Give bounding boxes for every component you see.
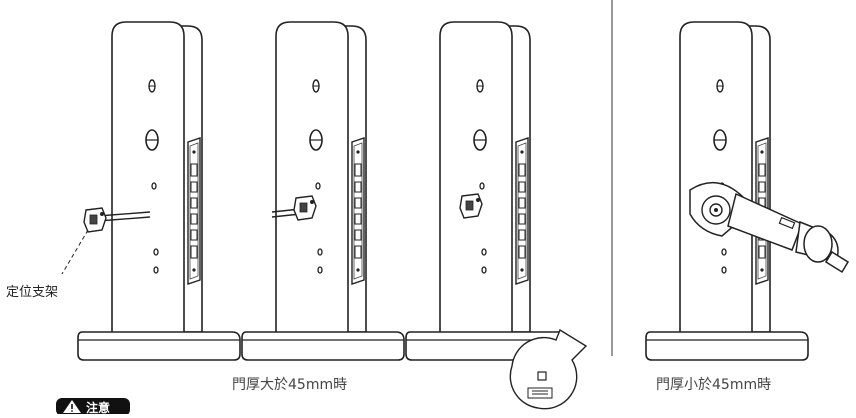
door-panel-3	[405, 21, 569, 361]
door-panel-2	[241, 21, 405, 361]
warning-icon	[63, 400, 81, 413]
caution-badge: 注意	[56, 398, 130, 416]
positioning-bracket-2	[293, 195, 317, 221]
drill-rod-1	[97, 211, 151, 222]
thin-door-caption: 門厚小於45mm時	[656, 377, 771, 393]
cutting-tool	[689, 181, 850, 274]
caution-label: 注意	[86, 400, 110, 414]
door-panel-1	[77, 21, 241, 361]
thick-door-caption: 門厚大於45mm時	[232, 377, 347, 393]
bracket-label: 定位支架	[6, 285, 58, 300]
positioning-bracket-1	[83, 207, 107, 233]
positioning-bracket-3	[459, 193, 483, 219]
bracket-detail-inset	[509, 328, 588, 410]
bracket-leader-line	[61, 229, 89, 275]
